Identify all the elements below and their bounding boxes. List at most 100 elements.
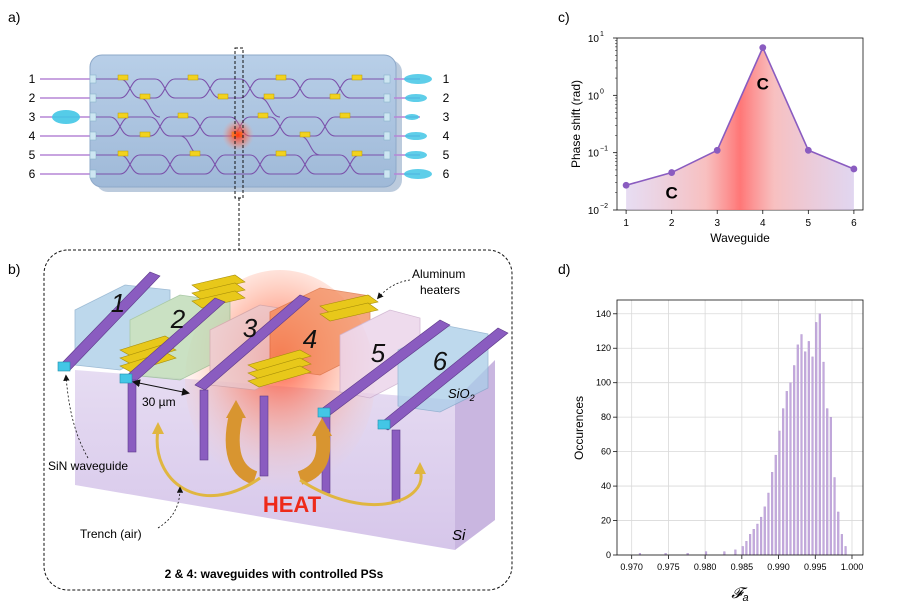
chart-d-bar (756, 523, 759, 556)
chart-c-xtick-label: 3 (714, 218, 720, 229)
chart-d-bar (840, 534, 843, 556)
chart-c-point (668, 169, 676, 176)
chart-c-area (626, 47, 854, 211)
couplers (89, 74, 391, 179)
chart-d-bar (763, 506, 766, 556)
chart-d-ytick-label: 40 (601, 481, 611, 491)
panel-label-c: c) (558, 9, 570, 25)
block-numbers: 1 2 3 4 5 6 (111, 288, 448, 376)
chip-heaters (117, 74, 363, 157)
chart-c-xtick-label: 1 (623, 218, 629, 229)
chart-d-bar (833, 477, 836, 556)
block-number-5: 5 (371, 338, 386, 368)
chip-schematic: 1 2 3 4 5 6 1 2 3 4 5 6 (29, 47, 450, 250)
panel-label-d: d) (558, 261, 570, 277)
chart-d-ytick-label: 60 (601, 447, 611, 457)
chart-c-xtick-label: 6 (851, 218, 857, 229)
chart-c-point (804, 146, 812, 154)
chart-c-point (850, 165, 858, 173)
chart-d-xtick-label: 0.970 (620, 562, 643, 572)
chart-d-bar (844, 546, 847, 556)
chart-d-xtick-label: 0.980 (694, 562, 717, 572)
chart-c-ytick-label: 10 (588, 34, 600, 45)
chart-d-bar (829, 417, 832, 556)
input-light-spot (52, 110, 80, 124)
chart-d-bar (804, 351, 807, 556)
chart-d-xtick-label: 0.990 (767, 562, 790, 572)
si-label: Si (452, 527, 466, 544)
input-number-3: 3 (29, 110, 36, 124)
spacing-arrow (132, 379, 190, 396)
chart-d-bar (741, 546, 744, 556)
chart-d-bar (796, 344, 799, 556)
chart-d-bar (752, 529, 755, 556)
cross-section-schematic: 1 2 3 4 5 6 Aluminum heaters SiO2 Si 30 … (43, 249, 513, 591)
output-light-spots (404, 74, 432, 179)
chart-d-bar (767, 492, 770, 556)
chart-d-plot-area (616, 299, 864, 556)
aluminum-heaters-pointer (376, 279, 411, 300)
spacing-label: 30 µm (142, 395, 176, 409)
chart-d-bar (723, 551, 726, 556)
input-number-4: 4 (29, 129, 36, 143)
block-number-1: 1 (111, 288, 125, 318)
chart-c-ylabel: Phase shift (rad) (569, 80, 583, 168)
block-number-4: 4 (303, 324, 317, 354)
chart-d-bar (760, 516, 763, 556)
chart-d-xtick-label: 0.995 (804, 562, 827, 572)
si-substrate-side (455, 360, 495, 550)
input-number-5: 5 (29, 148, 36, 162)
chart-d-ytick-label: 0 (606, 550, 611, 560)
chart-c-xlabel: Waveguide (710, 231, 770, 245)
heat-arrows (152, 400, 426, 506)
chart-d-bar (734, 549, 737, 556)
input-number-2: 2 (29, 91, 36, 105)
output-number-6: 6 (443, 167, 450, 181)
chart-d-bar (782, 408, 785, 556)
chart-d-ytick-label: 120 (596, 343, 611, 353)
chart-d-bar (800, 334, 803, 556)
sin-cores (57, 361, 391, 430)
sio2-label-sub: 2 (469, 393, 475, 403)
chart-d-bar (822, 361, 825, 556)
output-number-2: 2 (443, 91, 450, 105)
sin-waveguide-pointer (63, 374, 89, 459)
sio2-label-text: SiO (448, 386, 470, 401)
heat-label: HEAT (263, 492, 322, 517)
chart-d-ytick-label: 80 (601, 412, 611, 422)
input-number-1: 1 (29, 72, 36, 86)
waveguide-network (96, 78, 384, 175)
chart-c-line (625, 45, 855, 187)
chart-d-bar (811, 356, 814, 556)
output-number-1: 1 (443, 72, 450, 86)
output-number-5: 5 (443, 148, 450, 162)
chart-d-xtick-label: 0.975 (657, 562, 680, 572)
block-number-2: 2 (170, 304, 186, 334)
chart-d-ylabel: Occurences (572, 396, 586, 460)
chart-c-ytick-label: 10 (588, 206, 600, 217)
input-numbers: 1 2 3 4 5 6 (29, 72, 36, 181)
chart-d-bar (818, 313, 821, 556)
chart-c-annotation: C (757, 75, 769, 94)
chart-d-bar (771, 472, 774, 556)
chart-c-ytick-exponent: 1 (600, 31, 604, 38)
panel-b-caption: 2 & 4: waveguides with controlled PSs (165, 567, 384, 581)
aluminum-heaters-label-line1: Aluminum (412, 267, 465, 281)
chart-c-xtick-label: 5 (806, 218, 812, 229)
chart-d-xlabel: 𝓕a (731, 585, 748, 604)
chart-c-annotation: C (666, 184, 678, 203)
chart-d-xtick-label: 1.000 (841, 562, 864, 572)
sio2-label: SiO2 (448, 386, 475, 403)
chart-c-xtick-label: 4 (760, 218, 766, 229)
panel-label-b: b) (8, 261, 20, 277)
chart-d-bar (778, 430, 781, 556)
chart-d-bar (837, 511, 840, 556)
block-number-3: 3 (243, 313, 258, 343)
chart-d-ytick-label: 140 (596, 309, 611, 319)
aluminum-heaters-label-line2: heaters (420, 283, 460, 297)
chart-d-bar (745, 541, 748, 556)
chart-d-bar (815, 322, 818, 556)
chart-c-ytick-exponent: 0 (600, 88, 604, 95)
chart-c-point (622, 181, 630, 189)
